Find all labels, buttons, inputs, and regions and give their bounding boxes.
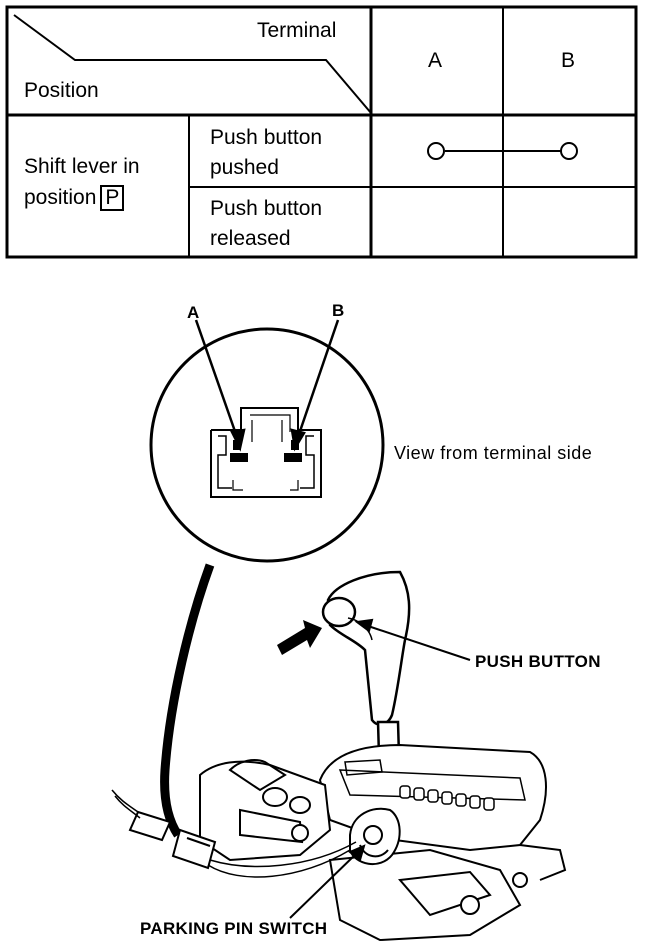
row2-label-line1: Push button (210, 197, 323, 220)
header-terminal-label: Terminal (257, 19, 337, 42)
harness-cable (160, 563, 215, 838)
terminal-a-label: A (187, 303, 200, 322)
push-direction-arrow (277, 620, 322, 655)
push-button-leader (354, 618, 471, 661)
connector-magnifier-circle (149, 327, 385, 563)
header-position-label: Position (24, 79, 99, 102)
parking-switch-leader (289, 844, 366, 919)
terminal-leader-arrows (194, 319, 340, 452)
row2-label-line2: released (210, 227, 291, 250)
row1-label-line1: Push button (210, 126, 323, 149)
row1-label-line2: pushed (210, 156, 279, 179)
column-b-header: B (561, 49, 576, 72)
continuity-table-grid (5, 5, 638, 259)
terminal-b-label: B (332, 301, 345, 320)
push-button-label: PUSH BUTTON (475, 652, 601, 671)
harness-wires (111, 789, 357, 878)
lower-bracket (328, 844, 567, 942)
park-position-box: P (100, 185, 125, 212)
harness-connector (128, 810, 217, 870)
column-a-header: A (428, 49, 443, 72)
push-button-shape (321, 596, 357, 628)
terminal-a-pin (230, 453, 248, 462)
row-group-label-line1: Shift lever in (24, 155, 140, 178)
shift-knob (321, 570, 411, 726)
terminal-b-pin (284, 453, 302, 462)
parking-pin-switch-label: PARKING PIN SWITCH (140, 919, 328, 938)
shift-mechanism-body (199, 759, 332, 862)
view-caption: View from terminal side (394, 443, 593, 463)
gate-position-slots (399, 785, 495, 811)
connector-face (210, 407, 322, 498)
continuity-connection-a-b (427, 142, 578, 160)
row-group-position-text: position (24, 186, 97, 209)
